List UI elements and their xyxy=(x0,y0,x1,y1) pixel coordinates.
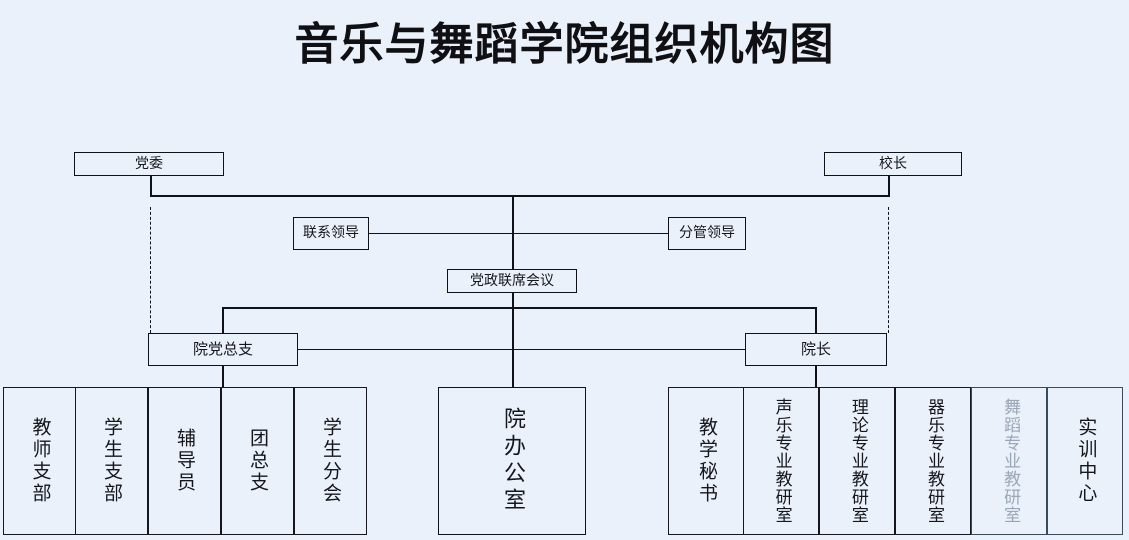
right-unit-5-label: 舞蹈专业教研室 xyxy=(1000,398,1021,524)
left-unit-4[interactable]: 团总支 xyxy=(220,387,294,535)
edge-top-bus xyxy=(150,195,890,197)
left-unit-group: 教师支部 学生支部 辅导员 团总支 学生分会 xyxy=(3,387,368,535)
edge-center-spine-lower xyxy=(512,293,514,387)
edge-liaison-to-supervising xyxy=(369,233,668,235)
node-college-office-label: 院办公室 xyxy=(500,407,525,515)
node-liaison-leader[interactable]: 联系领导 xyxy=(293,217,369,250)
left-unit-5[interactable]: 学生分会 xyxy=(293,387,367,535)
edge-party-branch-to-dean xyxy=(298,349,745,351)
node-joint-meeting[interactable]: 党政联席会议 xyxy=(447,269,577,293)
page-title: 音乐与舞蹈学院组织机构图 xyxy=(294,19,835,70)
node-party-committee-label: 党委 xyxy=(135,155,163,172)
edge-bus-to-dean xyxy=(815,307,817,334)
node-supervising-leader-label: 分管领导 xyxy=(679,225,735,242)
node-party-branch[interactable]: 院党总支 xyxy=(148,333,298,366)
right-unit-1-label: 教学秘书 xyxy=(696,417,719,505)
node-dean-label: 院长 xyxy=(800,339,831,358)
right-unit-1[interactable]: 教学秘书 xyxy=(668,387,745,535)
node-party-committee[interactable]: 党委 xyxy=(74,152,224,176)
edge-party-committee-dashed xyxy=(150,207,151,333)
node-dean[interactable]: 院长 xyxy=(745,333,887,366)
right-unit-2-label: 声乐专业教研室 xyxy=(771,398,792,524)
node-liaison-leader-label: 联系领导 xyxy=(303,225,359,242)
left-unit-3[interactable]: 辅导员 xyxy=(147,387,221,535)
right-unit-group: 教学秘书 声乐专业教研室 理论专业教研室 器乐专业教研室 舞蹈专业教研室 实训中心 xyxy=(668,387,1125,535)
node-supervising-leader[interactable]: 分管领导 xyxy=(668,217,746,250)
edge-level4-bus xyxy=(222,307,816,309)
left-unit-1-label: 教师支部 xyxy=(29,417,52,505)
right-unit-3-label: 理论专业教研室 xyxy=(847,398,868,524)
right-unit-2[interactable]: 声乐专业教研室 xyxy=(742,387,819,535)
right-unit-6-label: 实训中心 xyxy=(1075,417,1098,505)
right-unit-4[interactable]: 器乐专业教研室 xyxy=(895,387,972,535)
left-unit-1[interactable]: 教师支部 xyxy=(3,387,76,535)
right-unit-3[interactable]: 理论专业教研室 xyxy=(818,387,895,535)
edge-party-committee-drop xyxy=(150,176,152,197)
node-president[interactable]: 校长 xyxy=(824,152,962,176)
left-unit-4-label: 团总支 xyxy=(246,428,269,494)
right-unit-4-label: 器乐专业教研室 xyxy=(924,398,944,524)
edge-center-spine-upper xyxy=(512,195,514,269)
node-joint-meeting-label: 党政联席会议 xyxy=(470,272,554,289)
edge-party-branch-drop xyxy=(222,366,224,388)
left-unit-2-label: 学生支部 xyxy=(100,417,123,505)
edge-president-drop xyxy=(888,176,890,197)
node-college-office[interactable]: 院办公室 xyxy=(438,387,586,535)
left-unit-3-label: 辅导员 xyxy=(173,428,196,494)
node-president-label: 校长 xyxy=(879,155,907,172)
edge-dean-drop xyxy=(815,366,817,388)
edge-president-dashed xyxy=(888,207,889,333)
right-unit-5[interactable]: 舞蹈专业教研室 xyxy=(971,387,1048,535)
left-unit-2[interactable]: 学生支部 xyxy=(74,387,148,535)
left-unit-5-label: 学生分会 xyxy=(319,417,342,505)
node-party-branch-label: 院党总支 xyxy=(192,339,253,358)
right-unit-6[interactable]: 实训中心 xyxy=(1047,387,1124,535)
edge-bus-to-party-branch xyxy=(222,307,224,334)
